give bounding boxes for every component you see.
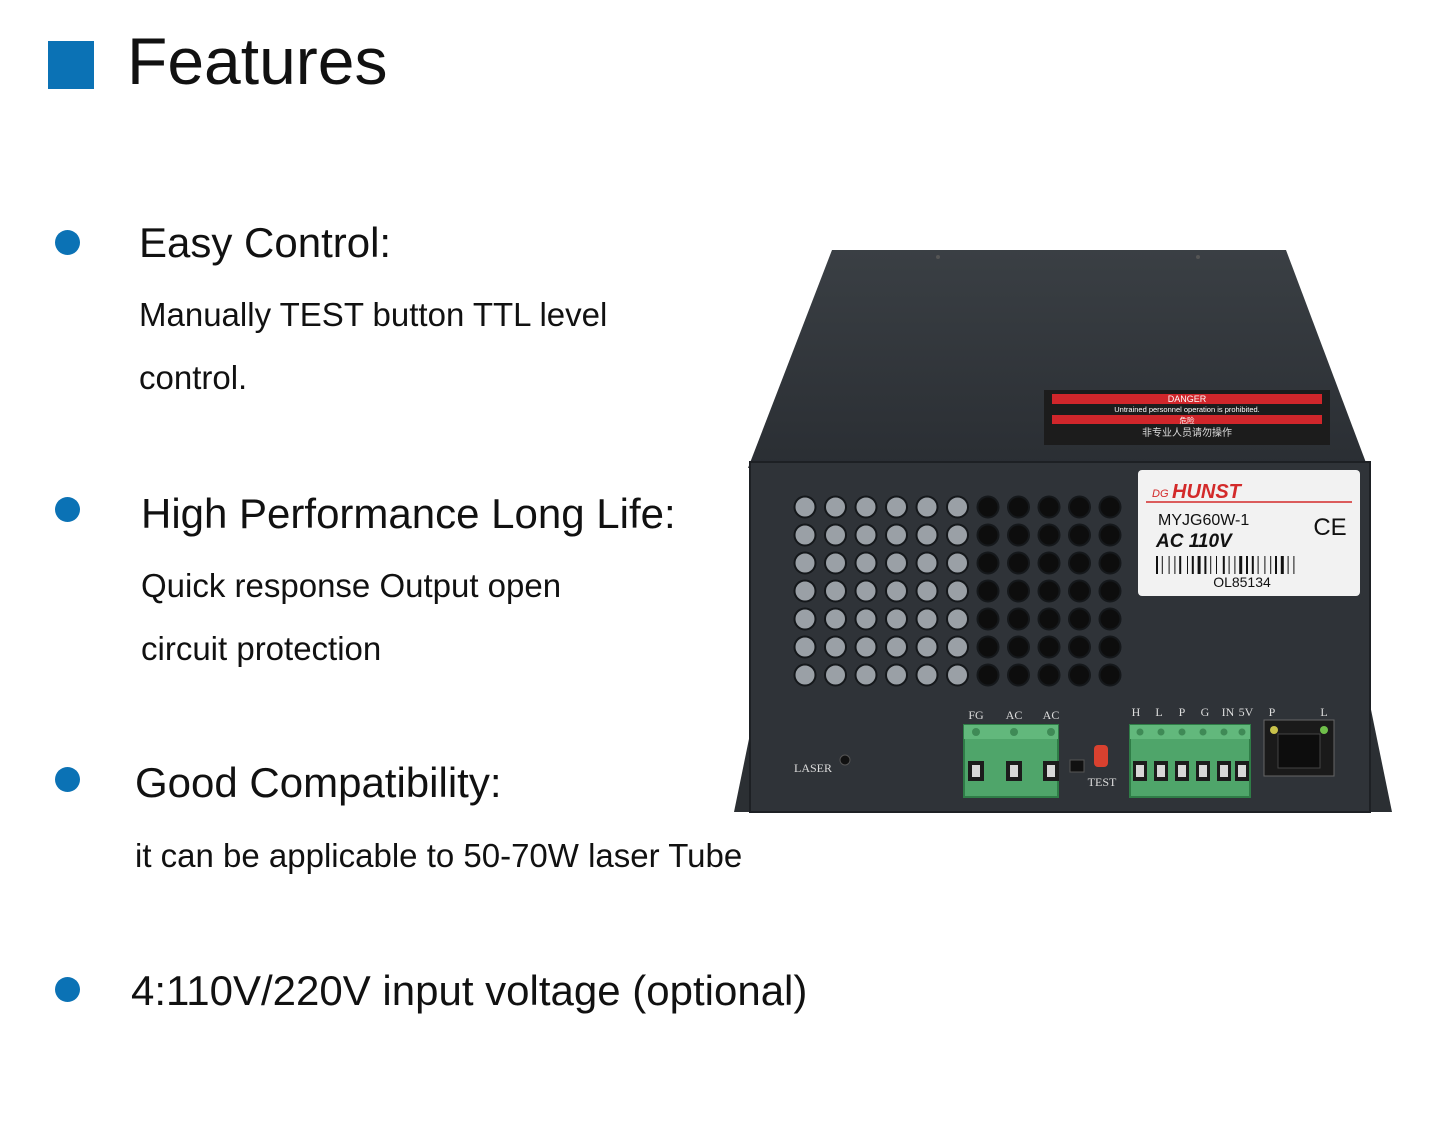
- feature-heading: Good Compatibility:: [135, 759, 502, 806]
- danger-warning: Untrained personnel operation is prohibi…: [1114, 405, 1260, 414]
- bullet-icon: [55, 230, 80, 255]
- switch-icon: [1069, 759, 1085, 773]
- test-label: TEST: [1088, 775, 1117, 789]
- terminal-label: IN: [1222, 705, 1235, 719]
- feature-description: circuit protection: [141, 630, 382, 667]
- laser-label: LASER: [794, 761, 832, 775]
- model-number: MYJG60W-1: [1158, 512, 1249, 529]
- rj45-port-icon: [1263, 719, 1335, 777]
- feature-heading: Easy Control:: [139, 219, 392, 266]
- terminal-label: 5V: [1239, 705, 1254, 719]
- danger-cn-warning: 非专业人员请勿操作: [1142, 426, 1232, 439]
- terminal-label: L: [1155, 705, 1162, 719]
- feature-description: Manually TEST button TTL level: [139, 296, 608, 333]
- brand-prefix: DG: [1152, 488, 1169, 500]
- bullet-icon: [55, 977, 80, 1002]
- terminal-label: AC: [1006, 708, 1023, 722]
- terminal-label: P: [1269, 705, 1276, 719]
- terminal-label: FG: [968, 708, 984, 722]
- terminal-label: L: [1320, 705, 1327, 719]
- feature-heading: High Performance Long Life:: [141, 490, 676, 537]
- danger-cn-title: 危险: [1180, 415, 1196, 425]
- danger-sticker: DANGER Untrained personnel operation is …: [1044, 390, 1330, 445]
- vent-grille: [793, 495, 1122, 687]
- terminal-label: P: [1179, 705, 1186, 719]
- terminal-label: G: [1201, 705, 1210, 719]
- test-button: [1094, 745, 1108, 767]
- laser-led-icon: [839, 754, 851, 766]
- brand-logo: HUNST: [1172, 481, 1243, 503]
- barcode: [1156, 556, 1295, 574]
- terminal-label: AC: [1043, 708, 1060, 722]
- feature-heading: 4:110V/220V input voltage (optional): [131, 967, 808, 1014]
- serial-number: OL85134: [1213, 574, 1271, 590]
- bullet-icon: [55, 497, 80, 522]
- voltage-rating: AC 110V: [1155, 531, 1233, 552]
- page-title: Features: [127, 24, 388, 98]
- feature-description: control.: [139, 359, 248, 396]
- terminal-label: H: [1132, 705, 1141, 719]
- feature-description: it can be applicable to 50-70W laser Tub…: [135, 837, 743, 874]
- danger-label: DANGER: [1168, 394, 1207, 404]
- laser-power-supply-image: DANGER Untrained personnel operation is …: [734, 250, 1392, 813]
- title-square-icon: [48, 41, 94, 89]
- model-label: DG HUNST MYJG60W-1 AC 110V CE OL85134: [1138, 470, 1360, 596]
- power-terminal-block: FG AC AC: [963, 708, 1060, 798]
- feature-description: Quick response Output open: [141, 567, 562, 604]
- ce-mark: CE: [1313, 514, 1346, 541]
- bullet-icon: [55, 767, 80, 792]
